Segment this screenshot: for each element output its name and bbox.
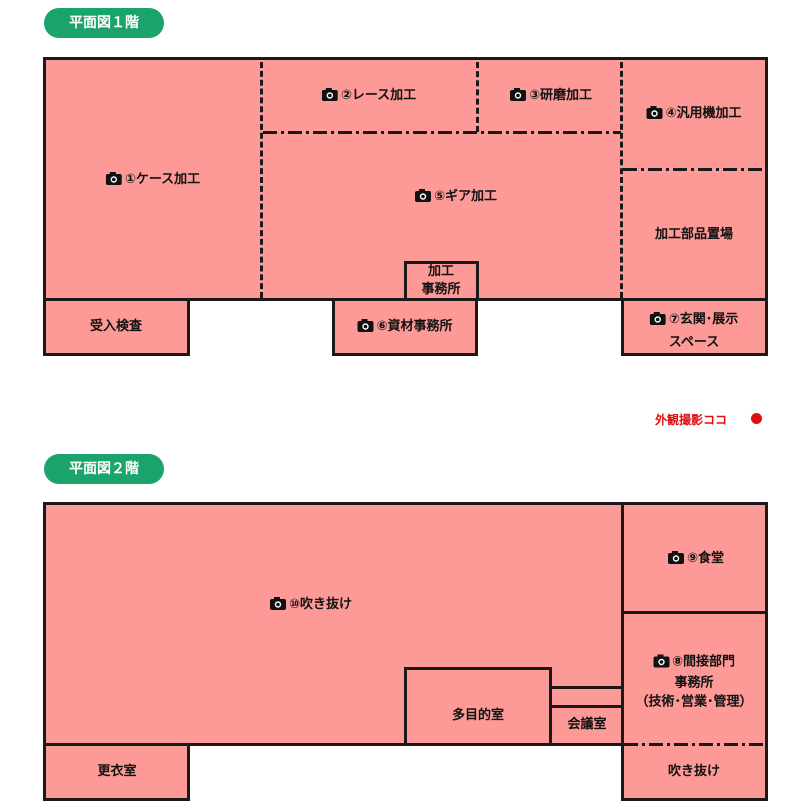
partition (263, 131, 621, 134)
label-line: 事務所 (674, 675, 714, 691)
floor1-main-block (43, 57, 768, 301)
room-label-atrium: ⑩吹き抜け (269, 596, 352, 616)
camera-icon (509, 88, 526, 107)
partition (476, 62, 479, 132)
room-label-parts-storage: 加工部品置場 (654, 227, 734, 242)
label-line: ⑧間接部門 (635, 653, 752, 674)
camera-icon (646, 106, 663, 125)
camera-icon (652, 654, 669, 674)
room-label-gear: ⑤ギア加工 (414, 188, 497, 208)
room-label-indirect: ⑧間接部門 事務所 （技術･営業･管理） (635, 653, 753, 712)
room-label-entrance: ⑦玄関･展示 スペース (649, 309, 738, 353)
partition (624, 743, 765, 746)
room-label-locker: 更衣室 (97, 764, 137, 779)
partition (260, 62, 263, 298)
room-label-multipurpose: 多目的室 (451, 708, 505, 723)
room-label-case: ①ケース加工 (105, 171, 200, 191)
label-line: スペース (668, 335, 720, 350)
camera-icon (321, 88, 338, 107)
room-label-lathe: ②レース加工 (321, 87, 416, 107)
partition (623, 168, 765, 171)
room-label-materials-office: ⑥資材事務所 (357, 318, 453, 338)
room-label-inspection: 受入検査 (89, 319, 143, 334)
room-multipurpose[interactable] (404, 667, 552, 746)
exterior-photo-label: 外観撮影ココ (655, 413, 728, 427)
camera-icon (667, 551, 684, 570)
label-line: （技術･営業･管理） (635, 694, 753, 710)
room-kakou-office[interactable] (404, 261, 479, 301)
room-label-atrium-small: 吹き抜け (667, 764, 721, 779)
room-label-general: ④汎用機加工 (646, 105, 742, 125)
room-corridor (549, 686, 624, 708)
partition (620, 62, 623, 298)
room-label-grinding: ③研磨加工 (509, 87, 592, 107)
label-line: ⑦玄関･展示 (649, 309, 738, 332)
floor1-title: 平面図１階 (44, 8, 164, 38)
floor2-title: 平面図２階 (44, 454, 164, 484)
camera-icon (269, 597, 286, 616)
room-label-kakou-office: 加工 事務所 (421, 263, 460, 299)
label-line: 事務所 (421, 282, 461, 297)
label-line: 加工 (427, 264, 455, 279)
room-materials-office[interactable] (332, 298, 478, 356)
camera-icon (649, 311, 666, 332)
camera-icon (414, 189, 431, 208)
room-inspection[interactable] (43, 298, 190, 356)
room-indirect[interactable] (621, 611, 768, 746)
room-label-meeting: 会議室 (567, 717, 607, 732)
room-locker[interactable] (43, 743, 190, 801)
camera-icon (357, 319, 374, 338)
room-label-cafeteria: ⑨食堂 (667, 550, 724, 570)
exterior-photo-dot[interactable] (751, 413, 762, 424)
room-entrance[interactable] (621, 298, 768, 356)
camera-icon (105, 172, 122, 191)
